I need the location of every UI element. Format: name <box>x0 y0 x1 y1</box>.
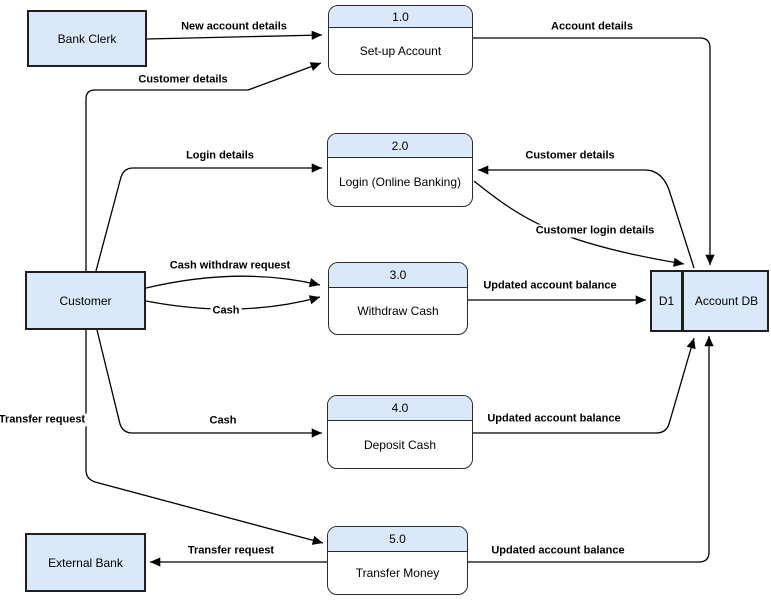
entity-customer: Customer <box>25 271 146 330</box>
process-withdraw-cash-number: 3.0 <box>329 263 467 288</box>
process-withdraw-cash-label: Withdraw Cash <box>357 304 439 318</box>
flow-cash-deposit <box>96 329 322 438</box>
process-login: 2.0 Login (Online Banking) <box>327 133 473 207</box>
process-number: 5.0 <box>389 532 406 546</box>
process-withdraw-cash: 3.0 Withdraw Cash <box>328 262 468 335</box>
flow-updated-balance-transfer <box>467 336 714 563</box>
process-number: 4.0 <box>391 401 409 415</box>
flow-account-details <box>473 37 715 265</box>
flow-customer-details-to-setup <box>85 62 322 271</box>
flow-label-updated-balance-deposit: Updated account balance <box>485 412 623 426</box>
process-setup-account: 1.0 Set-up Account <box>328 5 473 75</box>
flow-label-transfer-request-left: Transfer request <box>0 413 88 427</box>
process-login-label: Login (Online Banking) <box>338 175 462 189</box>
entity-external-bank-label: External Bank <box>48 555 123 570</box>
process-setup-account-label: Set-up Account <box>359 44 442 58</box>
entity-external-bank: External Bank <box>25 533 146 592</box>
entity-bank-clerk-label: Bank Clerk <box>57 31 117 46</box>
datastore-ref: D1 <box>652 272 684 330</box>
process-number: 3.0 <box>389 268 407 282</box>
flow-label-account-details: Account details <box>549 20 635 34</box>
flow-label-customer-details-setup: Customer details <box>136 73 230 87</box>
process-transfer-money-number: 5.0 <box>328 527 467 552</box>
process-transfer-money-label: Transfer Money <box>355 566 440 580</box>
flow-label-login-details: Login details <box>184 149 256 163</box>
process-login-number: 2.0 <box>328 134 472 158</box>
flow-label-updated-balance-withdraw: Updated account balance <box>481 279 619 293</box>
process-deposit-cash-label: Deposit Cash <box>363 437 437 452</box>
flow-customer-login-details <box>473 180 685 267</box>
entity-bank-clerk: Bank Clerk <box>27 10 147 67</box>
flow-label-cash-withdraw: Cash <box>210 304 242 318</box>
datastore-account-db: D1 Account DB <box>650 270 769 332</box>
process-deposit-cash-number: 4.0 <box>328 396 472 421</box>
flow-cash-withdraw-request <box>145 275 321 289</box>
flow-label-cash-withdraw-request: Cash withdraw request <box>167 259 293 273</box>
flow-updated-balance-deposit <box>473 337 696 434</box>
process-transfer-money: 5.0 Transfer Money <box>327 526 468 595</box>
flow-label-new-account-details: New account details <box>179 20 289 34</box>
process-deposit-cash: 4.0 Deposit Cash <box>327 395 473 469</box>
flow-label-cash-deposit: Cash <box>207 414 239 428</box>
entity-customer-label: Customer <box>59 293 112 308</box>
flow-transfer-request-from-customer <box>85 330 324 545</box>
flow-label-customer-details-db: Customer details <box>523 149 617 163</box>
process-number: 2.0 <box>391 138 409 153</box>
flow-label-updated-balance-transfer: Updated account balance <box>489 544 627 558</box>
flow-new-account-details <box>146 30 323 40</box>
datastore-label: Account DB <box>694 294 759 308</box>
flow-login-details <box>95 163 322 272</box>
flow-label-customer-login-details: Customer login details <box>533 224 657 238</box>
flow-label-transfer-request-bottom: Transfer request <box>185 544 277 558</box>
process-setup-account-number: 1.0 <box>329 6 472 28</box>
flow-customer-details-from-db <box>478 165 695 269</box>
process-number: 1.0 <box>392 9 409 24</box>
